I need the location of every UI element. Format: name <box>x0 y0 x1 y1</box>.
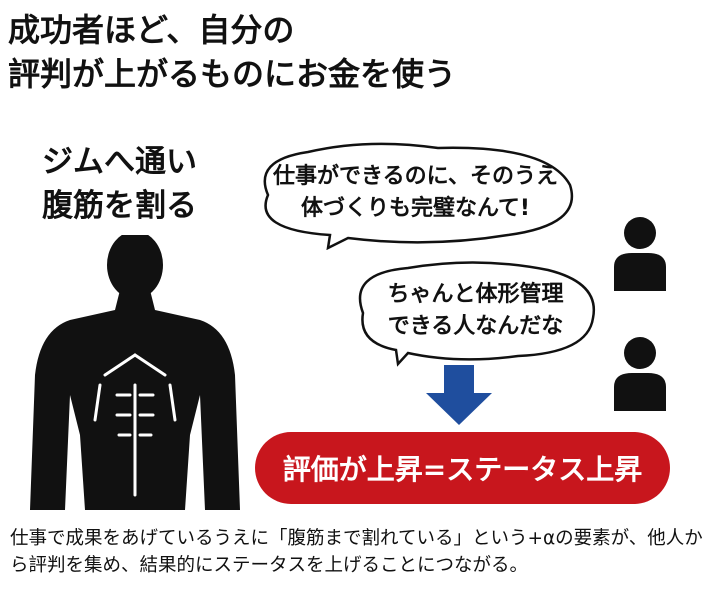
bubble-1-line-1: 仕事ができるのに、そのうえ <box>273 163 558 189</box>
gym-label: ジムへ通い 腹筋を割る <box>42 140 197 228</box>
bubble-1-line-2: 体づくりも完璧なんて! <box>301 195 530 221</box>
headline: 成功者ほど、自分の 評判が上がるものにお金を使う <box>8 8 456 96</box>
bubble-2-line-1: ちゃんと体形管理 <box>387 281 564 307</box>
result-banner: 評価が上昇=ステータス上昇 <box>255 432 670 504</box>
caption: 仕事で成果をあげているうえに「腹筋まで割れている」という+αの要素が、他人から評… <box>10 528 703 576</box>
gym-label-line-1: ジムへ通い <box>42 144 197 180</box>
down-arrow-icon <box>426 365 492 425</box>
bubble-2-line-2: できる人なんだな <box>387 313 564 339</box>
muscular-torso-icon <box>30 235 240 510</box>
person-icon <box>614 217 666 291</box>
gym-label-line-2: 腹筋を割る <box>42 188 197 224</box>
headline-line-2: 評判が上がるものにお金を使う <box>8 55 457 93</box>
speech-bubble-1: 仕事ができるのに、そのうえ体づくりも完璧なんて! <box>248 140 583 250</box>
person-icon <box>614 337 666 411</box>
speech-bubble-2: ちゃんと体形管理できる人なんだな <box>348 258 603 367</box>
headline-line-1: 成功者ほど、自分の <box>8 11 295 49</box>
